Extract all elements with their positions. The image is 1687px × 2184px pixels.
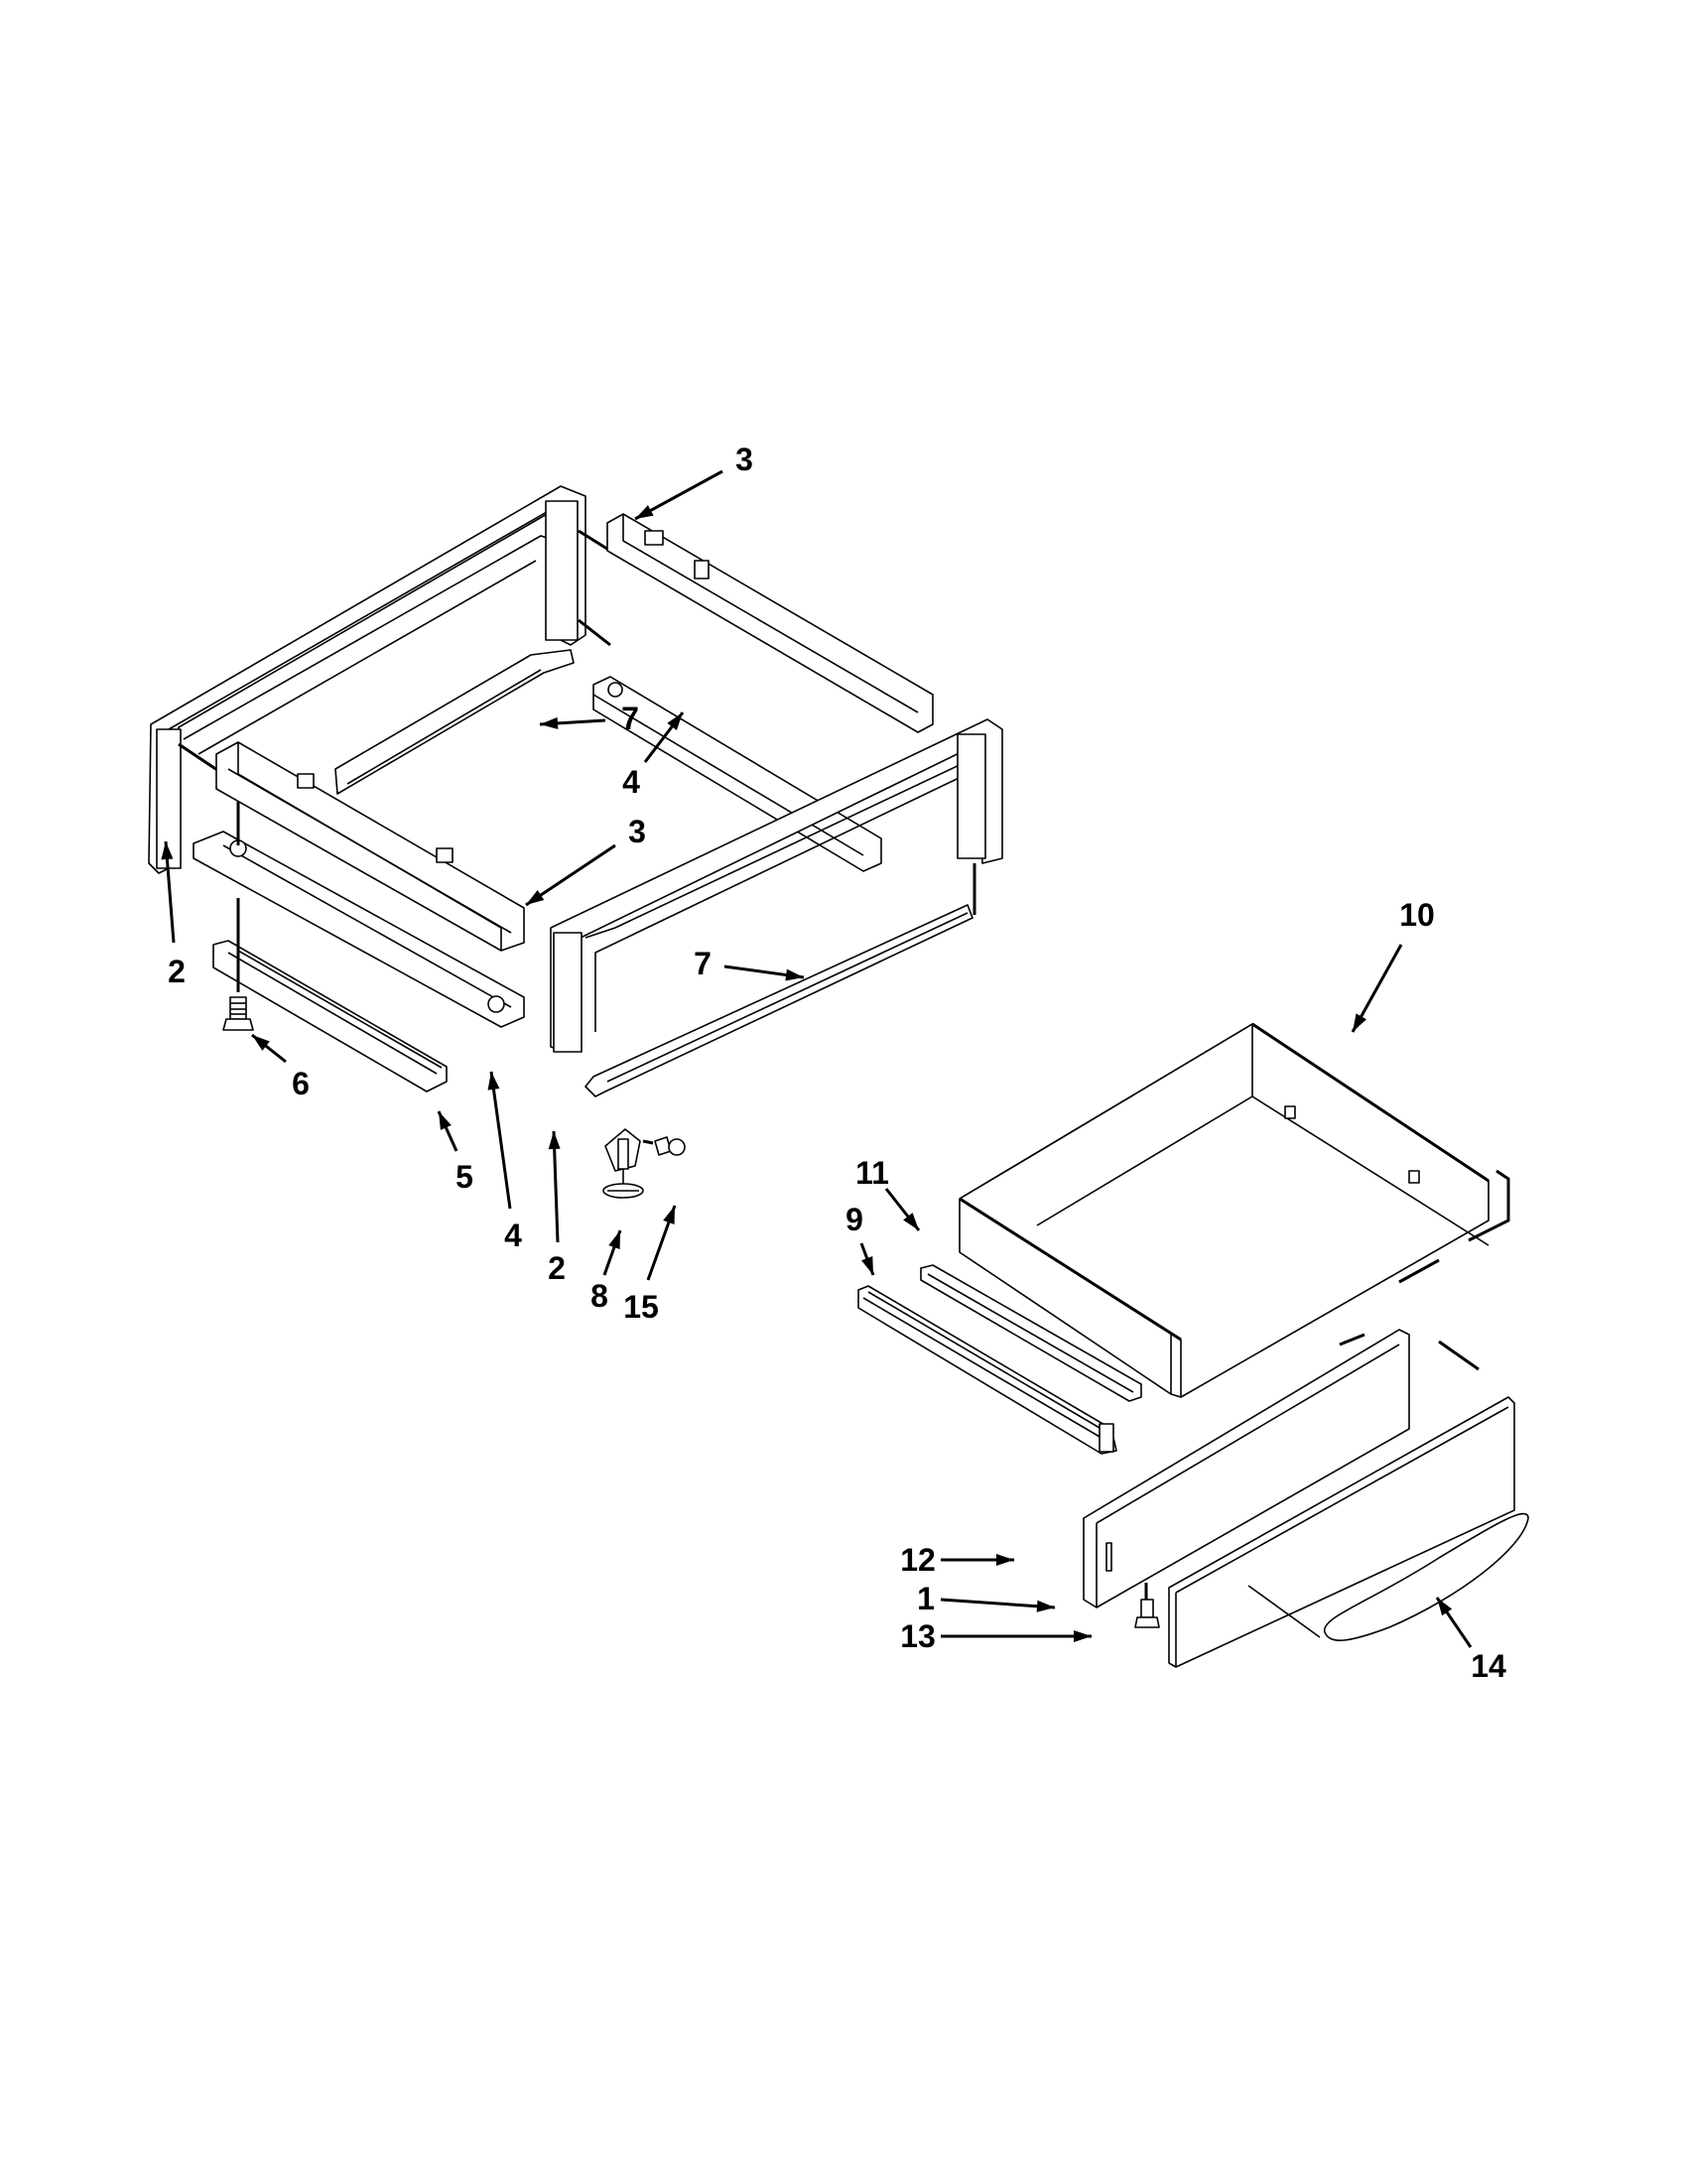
callout-label-1: 1 [917, 1581, 935, 1616]
arrowhead-icon [1036, 1600, 1055, 1612]
callout-label-6: 6 [292, 1066, 310, 1101]
callout-label-7: 7 [694, 946, 712, 981]
arrowhead-icon [439, 1111, 452, 1130]
arrowhead-icon [1353, 1013, 1366, 1032]
leader-line [552, 1130, 560, 1243]
arrowhead-icon [1074, 1630, 1092, 1642]
arrowhead-icon [1437, 1598, 1453, 1616]
arrowhead-icon [252, 1035, 270, 1051]
front-channel [193, 831, 525, 1028]
leveling-leg [222, 996, 254, 1031]
callout-label-3: 3 [628, 814, 646, 849]
arrowhead-icon [903, 1213, 919, 1230]
screw-15 [642, 1136, 686, 1156]
leveling-foot-bracket [602, 1128, 644, 1199]
arrowhead-icon [663, 1206, 675, 1224]
upper-support-rail [334, 649, 575, 795]
drawer-front-inner-panel [1083, 1329, 1480, 1608]
arrowhead-icon [526, 890, 545, 905]
arrowhead-icon [635, 505, 654, 519]
arrowhead-icon [548, 1131, 561, 1150]
callout-label-12: 12 [900, 1542, 936, 1578]
bracket-rail [212, 802, 448, 1092]
callout-label-4: 4 [504, 1218, 522, 1253]
frame-rear-side-panel [148, 485, 611, 874]
drawer-front-panel [1168, 1396, 1515, 1668]
callout-label-14: 14 [1471, 1648, 1506, 1684]
drawer-box [959, 1022, 1510, 1398]
drawer-handle [1324, 1512, 1529, 1642]
callout-label-2: 2 [168, 954, 186, 989]
leader-line [489, 1071, 512, 1210]
callout-label-8: 8 [590, 1278, 608, 1314]
front-cross-brace [215, 741, 525, 952]
callout-label-10: 10 [1399, 897, 1435, 933]
callout-label-9: 9 [845, 1202, 863, 1237]
callout-arrows [161, 469, 1473, 1648]
arrowhead-icon [540, 716, 559, 729]
callout-label-4: 4 [622, 764, 640, 800]
callout-label-15: 15 [623, 1289, 659, 1325]
frame-front-side-panel [550, 718, 1003, 1053]
callout-label-13: 13 [900, 1618, 936, 1654]
leader-line [525, 843, 616, 907]
callout-label-3: 3 [735, 442, 753, 477]
callout-label-5: 5 [455, 1159, 473, 1195]
drawer-slide [857, 1285, 1117, 1455]
arrowhead-icon [785, 968, 804, 981]
callout-label-2: 2 [548, 1250, 566, 1286]
arrowhead-icon [487, 1072, 500, 1091]
screw-1 [1134, 1583, 1160, 1628]
rear-cross-brace [606, 513, 934, 733]
callout-label-11: 11 [855, 1155, 889, 1191]
arrowhead-icon [608, 1230, 620, 1249]
callout-label-7: 7 [621, 701, 639, 736]
arrowhead-icon [667, 712, 683, 730]
arrowhead-icon [861, 1256, 873, 1275]
leader-line [940, 1598, 1056, 1609]
arrowhead-icon [161, 841, 174, 860]
arrowhead-icon [996, 1554, 1014, 1566]
slide-bracket [920, 1264, 1142, 1402]
lower-support-rail [584, 904, 973, 1097]
